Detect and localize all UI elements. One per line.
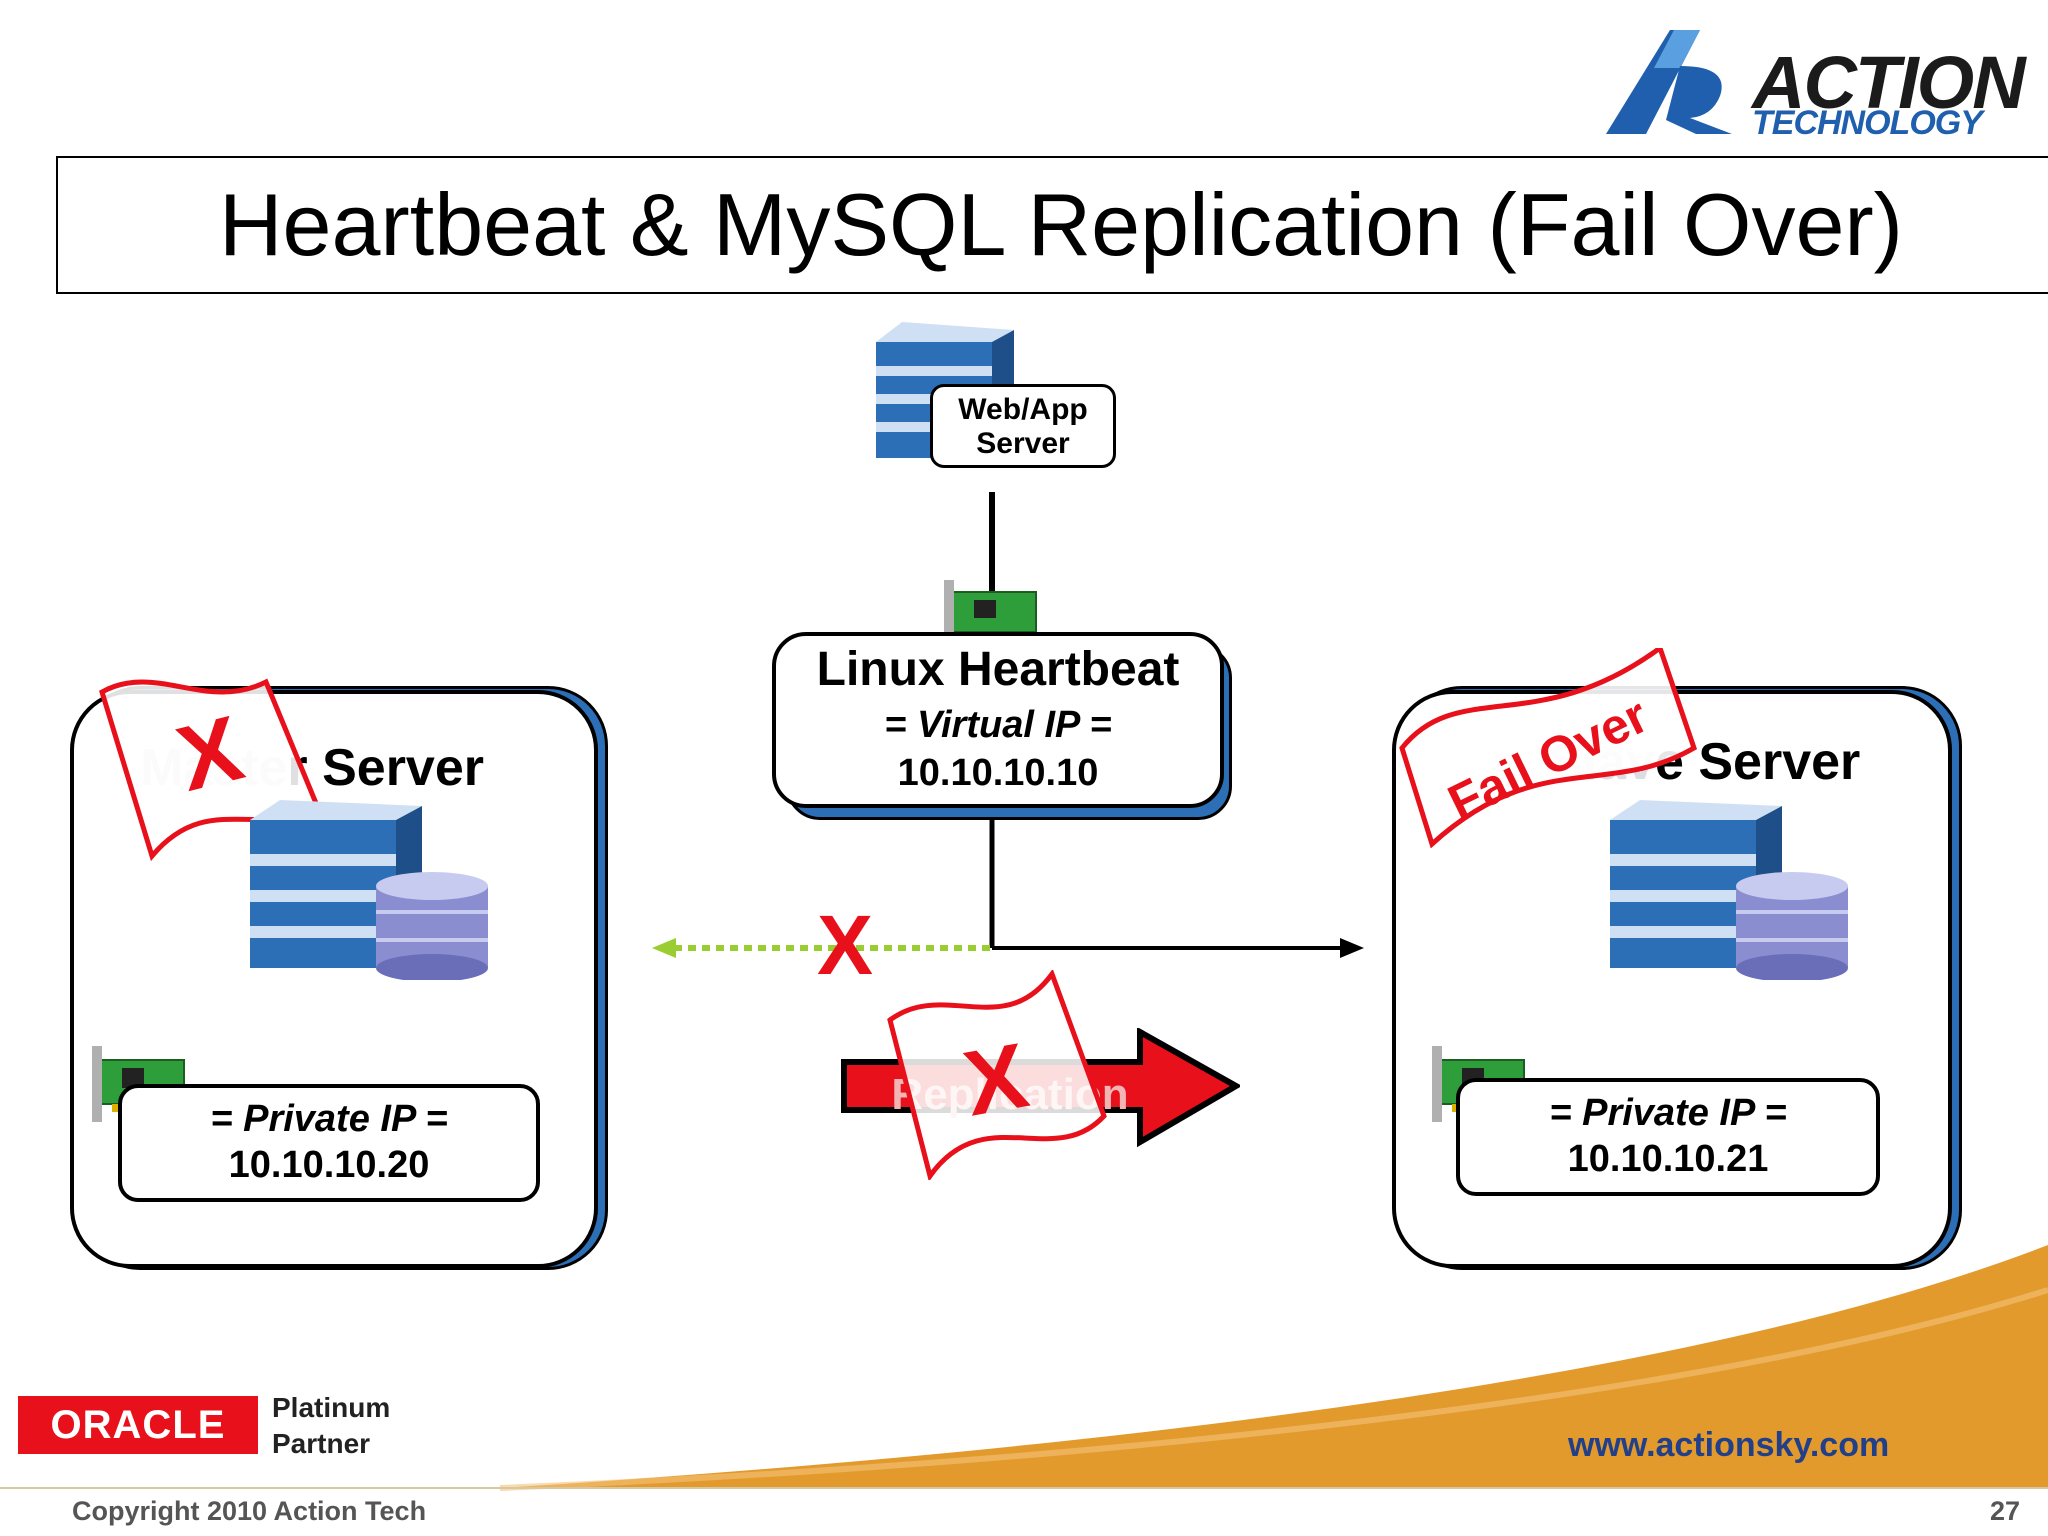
virtual-ip-text: = Virtual IP = <box>884 704 1112 746</box>
web-app-server-line1: Web/App <box>958 393 1088 426</box>
master-title-suffix: r Server <box>287 739 485 797</box>
slave-private-ip-box <box>1456 1078 1880 1196</box>
heartbeat-virtual-ip-label: = Virtual IP = <box>772 704 1224 747</box>
partner-line2: Partner <box>272 1428 371 1459</box>
master-private-ip: 10.10.10.20 <box>228 1144 430 1186</box>
broken-link-mark: X <box>816 898 874 992</box>
network-card-icon <box>944 580 1037 646</box>
slave-database-icon <box>1610 800 1848 980</box>
action-technology-logo-icon <box>1606 30 1732 134</box>
slave-private-ip: 10.10.10.21 <box>1567 1138 1769 1180</box>
heartbeat-title: Linux Heartbeat <box>816 643 1180 696</box>
slave-flag-icon <box>1399 648 1698 848</box>
replication-flag-mark: X <box>956 1024 1036 1136</box>
partner-line1: Platinum <box>272 1392 391 1423</box>
web-app-server-line2: Server <box>976 427 1070 460</box>
heartbeat-box <box>772 632 1224 808</box>
replication-flag-icon <box>887 970 1107 1180</box>
page-number: 27 <box>1990 1496 2021 1526</box>
slave-private-ip-label: = Private IP = <box>1549 1092 1787 1134</box>
master-private-ip-label: = Private IP = <box>210 1098 448 1140</box>
oracle-logo: ORACLE <box>18 1396 258 1454</box>
logo-subtitle: TECHNOLOGY <box>1752 104 1983 142</box>
title-frame <box>56 156 2048 294</box>
copyright: Copyright 2010 Action Tech <box>72 1496 427 1526</box>
master-database-icon <box>250 800 488 980</box>
website-url[interactable]: www.actionsky.com <box>1568 1426 1890 1464</box>
master-private-ip-box <box>118 1084 540 1202</box>
web-app-server-label: Web/App Server <box>930 384 1116 468</box>
logo-wordmark: ACTION <box>1752 41 2026 124</box>
heartbeat-ip: 10.10.10.10 <box>897 752 1099 794</box>
slide-title: Heartbeat & MySQL Replication (Fail Over… <box>219 175 1903 274</box>
